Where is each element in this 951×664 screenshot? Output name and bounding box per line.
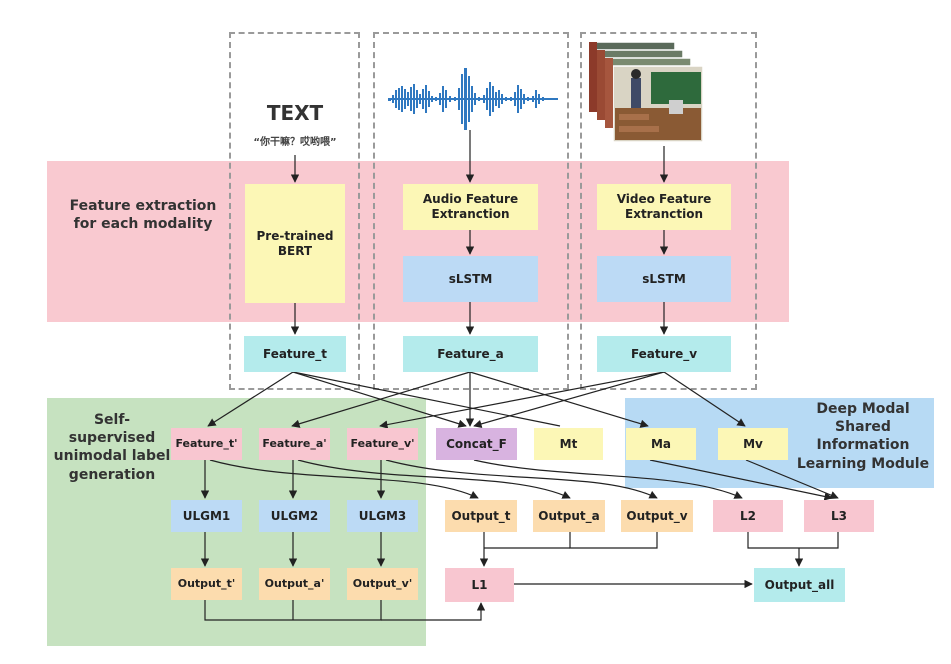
feature-extraction-label: Feature extraction for each modality xyxy=(69,198,217,233)
ma-box: Ma xyxy=(626,428,696,460)
feature-v-prime-box: Feature_v' xyxy=(347,428,418,460)
bert-box: Pre-trained BERT xyxy=(245,184,345,303)
concat-f-box: Concat_F xyxy=(436,428,517,460)
output-a-box: Output_a xyxy=(533,500,605,532)
mt-box: Mt xyxy=(534,428,603,460)
feature-v-box: Feature_v xyxy=(597,336,731,372)
video-frames-image xyxy=(589,42,704,143)
video-feature-extraction-box: Video Feature Extranction xyxy=(597,184,731,230)
output-v-box: Output_v xyxy=(621,500,693,532)
ulgm2-box: ULGM2 xyxy=(259,500,330,532)
feature-t-box: Feature_t xyxy=(244,336,346,372)
video-slstm-box: sLSTM xyxy=(597,256,731,302)
output-a-prime-box: Output_a' xyxy=(259,568,330,600)
deep-modal-label: Deep Modal Shared Information Learning M… xyxy=(796,401,930,472)
mv-box: Mv xyxy=(718,428,788,460)
feature-a-prime-box: Feature_a' xyxy=(259,428,330,460)
l3-box: L3 xyxy=(804,500,874,532)
audio-column-frame xyxy=(373,32,569,390)
text-input-title: TEXT xyxy=(266,101,324,125)
l1-box: L1 xyxy=(445,568,514,602)
feature-t-prime-box: Feature_t' xyxy=(171,428,242,460)
output-t-prime-box: Output_t' xyxy=(171,568,242,600)
text-column-frame xyxy=(229,32,360,390)
ulgm3-box: ULGM3 xyxy=(347,500,418,532)
video-column-frame xyxy=(580,32,757,390)
self-supervised-label: Self-supervised unimodal label generatio… xyxy=(53,412,171,483)
ulgm1-box: ULGM1 xyxy=(171,500,242,532)
l2-box: L2 xyxy=(713,500,783,532)
audio-waveform-image xyxy=(388,68,558,130)
audio-slstm-box: sLSTM xyxy=(403,256,538,302)
output-t-box: Output_t xyxy=(445,500,517,532)
feature-a-box: Feature_a xyxy=(403,336,538,372)
output-all-box: Output_all xyxy=(754,568,845,602)
audio-feature-extraction-box: Audio Feature Extranction xyxy=(403,184,538,230)
text-input-sample: “你干嘛？哎哟喂” xyxy=(253,137,337,148)
output-v-prime-box: Output_v' xyxy=(347,568,418,600)
